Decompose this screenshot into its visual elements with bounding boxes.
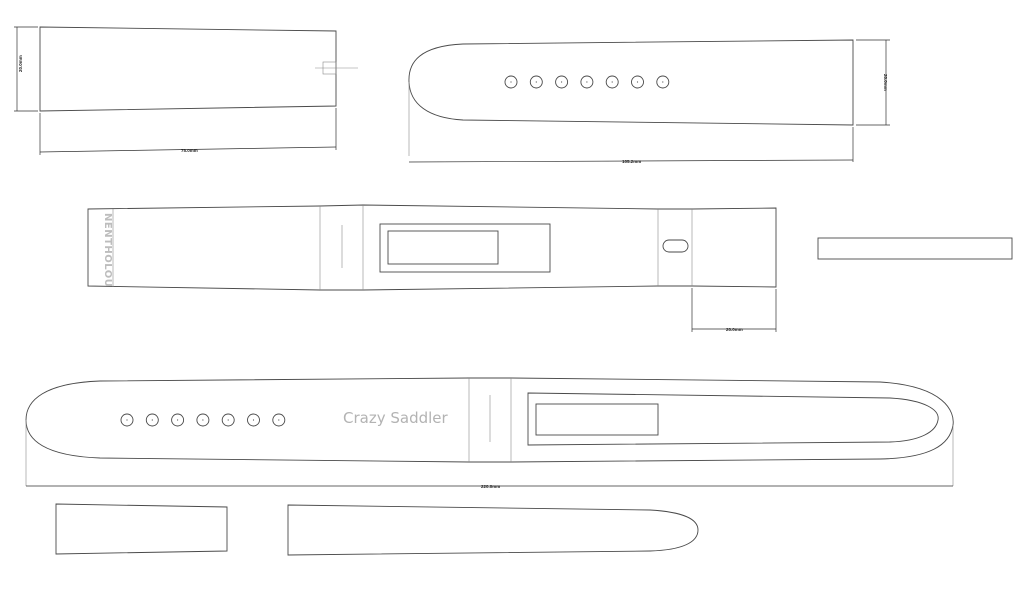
keeper-height-dimension: 20.0mm <box>14 26 38 112</box>
strap-hole <box>120 413 134 427</box>
strap-hole <box>221 413 235 427</box>
strap-hole <box>196 413 210 427</box>
strap-hole <box>171 413 185 427</box>
strap-hole-center <box>636 81 639 83</box>
keeper-piece <box>39 26 358 112</box>
strap-hole <box>631 75 644 89</box>
strap-hole-center <box>151 419 153 421</box>
strap-hole-center <box>126 419 128 421</box>
strip-piece <box>817 237 1013 260</box>
full-strap-holes <box>120 413 286 427</box>
strap-hole <box>580 75 594 89</box>
strap-hole-center <box>510 81 512 83</box>
strap-hole-center <box>662 81 664 83</box>
buckle-strap-piece: NENTHOLOU <box>87 204 777 291</box>
strap-hole-center <box>227 419 229 421</box>
brand-text: Crazy Saddler <box>343 409 449 427</box>
embossed-mark: NENTHOLOU <box>102 213 113 287</box>
hole-strap-height-label: 20.0mm <box>883 74 888 91</box>
strap-hole-center <box>535 81 537 83</box>
strap-hole-center <box>586 81 588 83</box>
strap-hole-center <box>177 419 179 421</box>
keeper-length-dimension: 75.0mm <box>39 108 337 155</box>
keeper-length-label: 75.0mm <box>181 148 198 153</box>
buckle-tail-label: 20.0mm <box>726 327 743 332</box>
strap-hole <box>504 75 518 89</box>
hole-strap-length-label: 105.2mm <box>622 159 641 164</box>
strap-hole-center <box>561 81 563 83</box>
full-strap-piece: Crazy Saddler <box>25 377 954 486</box>
strap-hole <box>605 75 619 89</box>
strap-hole-center <box>252 419 255 421</box>
full-strap-length-dimension: 220.0mm <box>26 484 953 489</box>
strap-hole <box>555 75 569 89</box>
keeper-height-label: 20.0mm <box>18 55 23 72</box>
hole-strap-length-dimension: 105.2mm <box>408 127 854 164</box>
strap-hole <box>247 413 260 427</box>
hole-strap-holes <box>504 75 670 89</box>
strap-hole <box>272 413 286 427</box>
tapered-lining-piece <box>287 504 699 556</box>
strap-hole <box>656 75 670 89</box>
strap-hole <box>145 413 159 427</box>
strap-hole-center <box>278 419 280 421</box>
strap-hole-center <box>202 419 204 421</box>
strap-hole-center <box>611 81 613 83</box>
hole-strap-height-dimension: 20.0mm <box>856 39 890 126</box>
full-strap-length-label: 220.0mm <box>481 484 500 489</box>
hole-strap-piece <box>408 39 854 156</box>
lining-block-piece <box>55 503 228 555</box>
buckle-tail-dimension: 20.0mm <box>691 288 777 332</box>
strap-hole <box>529 75 543 89</box>
